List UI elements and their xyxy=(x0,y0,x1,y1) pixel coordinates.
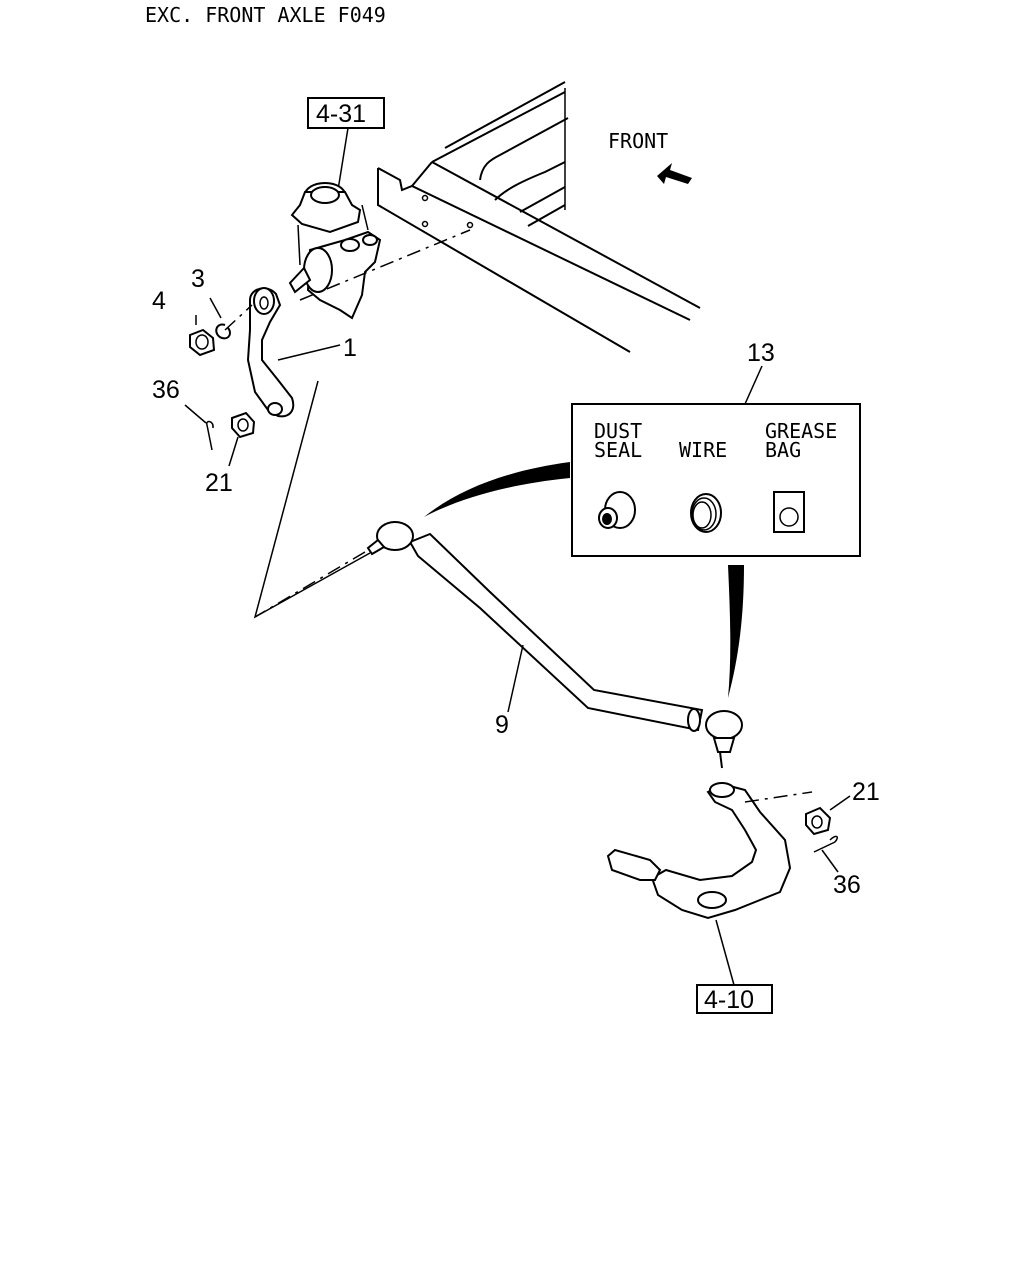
callout-3[interactable]: 3 xyxy=(191,265,205,293)
knuckle-arm xyxy=(606,782,813,920)
callout-36-left[interactable]: 36 xyxy=(152,376,180,404)
header-title: EXC. FRONT AXLE F049 xyxy=(145,3,386,27)
cotter-pin-36-left xyxy=(205,420,214,451)
ref-box-4-10[interactable] xyxy=(696,984,773,1014)
front-arrow-icon xyxy=(657,163,692,184)
callout-21-right[interactable]: 21 xyxy=(852,778,880,806)
kit-pointer-upper xyxy=(424,462,570,517)
wire-ring-icon xyxy=(690,493,722,533)
callout-21-left[interactable]: 21 xyxy=(205,469,233,497)
callout-1[interactable]: 1 xyxy=(343,334,357,362)
cotter-pin-36-right xyxy=(813,835,838,853)
frame-rail xyxy=(377,81,701,353)
kit-grease-label-1: GREASE xyxy=(765,419,837,443)
grease-bag-icon xyxy=(773,491,805,533)
dust-seal-icon xyxy=(598,491,636,529)
front-label: FRONT xyxy=(608,129,668,153)
castle-nut-21-left xyxy=(231,411,256,439)
lock-washer-3 xyxy=(215,323,231,340)
repair-kit-panel: DUST SEAL WIRE GREASE BAG xyxy=(571,365,861,557)
callout-13[interactable]: 13 xyxy=(747,339,775,367)
kit-grease-label-2: BAG xyxy=(765,438,801,462)
hex-nut-4 xyxy=(189,328,216,357)
kit-dust-label-2: SEAL xyxy=(594,438,642,462)
callout-36-right[interactable]: 36 xyxy=(833,871,861,899)
ref-label-4-10: 4-10 xyxy=(704,986,754,1014)
callout-4[interactable]: 4 xyxy=(152,287,166,315)
ref-box-4-31[interactable] xyxy=(307,97,385,129)
steering-gear-box: 4-31 xyxy=(288,97,385,320)
ref-label-4-31: 4-31 xyxy=(316,100,366,128)
castle-nut-21-right xyxy=(805,806,832,836)
kit-wire-label: WIRE xyxy=(679,438,727,462)
kit-pointer-lower xyxy=(728,565,744,698)
kit-dust-label-1: DUST xyxy=(594,419,642,443)
callout-9[interactable]: 9 xyxy=(495,711,509,739)
drag-link xyxy=(254,521,743,769)
